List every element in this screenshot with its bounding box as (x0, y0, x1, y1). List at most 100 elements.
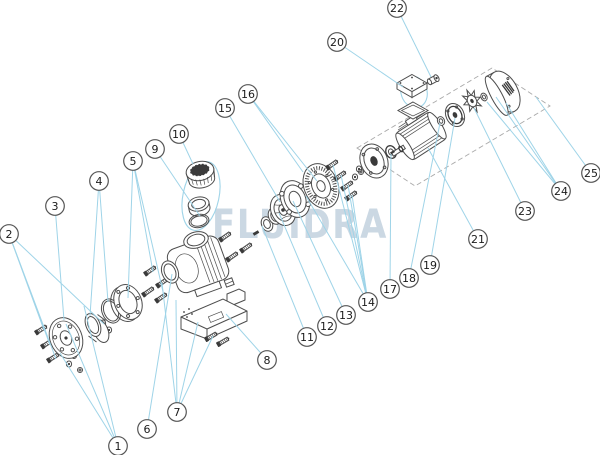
front-end-shield (351, 143, 389, 181)
leader-line-9 (154, 148, 201, 217)
callout-19: 19 (420, 255, 440, 275)
leader-line-18 (408, 122, 441, 279)
callout-circle-7 (167, 402, 187, 422)
leader-line-5 (132, 160, 154, 273)
motor-group-dashed-outline (356, 67, 551, 187)
callout-21: 21 (468, 229, 488, 249)
callout-number-14: 14 (361, 296, 375, 309)
callout-number-19: 19 (423, 259, 437, 272)
callout-circle-19 (420, 255, 440, 275)
callout-number-7: 7 (174, 406, 181, 419)
leader-line-15 (224, 107, 281, 203)
strainer-lid-cap (185, 160, 216, 189)
leader-line-23 (473, 107, 526, 212)
callout-2: 2 (0, 224, 19, 244)
callout-number-2: 2 (6, 228, 13, 241)
callout-15: 15 (215, 98, 235, 118)
callout-23: 23 (515, 201, 535, 221)
callout-circle-17 (380, 279, 400, 299)
leader-line-16 (247, 93, 318, 182)
leader-line-4 (98, 180, 109, 303)
leader-line-17 (389, 153, 392, 290)
leader-line-13 (292, 200, 347, 316)
pump-body (160, 231, 230, 298)
callout-number-15: 15 (218, 102, 232, 115)
callout-circle-9 (145, 139, 165, 159)
leader-line-1 (59, 352, 119, 447)
callout-circle-21 (468, 229, 488, 249)
leader-line-16 (247, 93, 304, 173)
callout-25: 25 (581, 163, 600, 183)
leader-line-14 (332, 164, 369, 303)
callout-24: 24 (551, 181, 571, 201)
leader-line-4 (89, 180, 100, 317)
callout-circle-2 (0, 224, 19, 244)
leader-line-20 (336, 41, 404, 88)
leader-line-3 (54, 205, 65, 321)
callout-number-20: 20 (330, 36, 344, 49)
leader-line-7 (176, 321, 199, 413)
callout-7: 7 (167, 402, 187, 422)
fan-cover (484, 70, 521, 116)
callout-circle-11 (297, 327, 317, 347)
leader-line-11 (261, 225, 308, 338)
callout-circle-25 (581, 163, 600, 183)
callout-number-23: 23 (518, 205, 532, 218)
callout-circle-4 (89, 171, 109, 191)
callout-number-6: 6 (144, 423, 151, 436)
cable-gland (426, 74, 440, 86)
callout-number-5: 5 (130, 155, 137, 168)
callout-circle-20 (327, 32, 347, 52)
callout-10: 10 (169, 124, 189, 144)
callout-number-13: 13 (339, 309, 353, 322)
lid-ring (187, 196, 211, 217)
callout-circle-24 (551, 181, 571, 201)
callout-11: 11 (297, 327, 317, 347)
callout-number-4: 4 (96, 175, 103, 188)
callout-number-22: 22 (390, 2, 404, 15)
callout-circle-16 (238, 84, 258, 104)
callout-18: 18 (399, 268, 419, 288)
fan-washer (480, 92, 488, 102)
fan (461, 88, 483, 114)
callout-circle-23 (515, 201, 535, 221)
callout-circle-3 (45, 196, 65, 216)
callout-12: 12 (317, 316, 337, 336)
callout-number-24: 24 (554, 185, 568, 198)
callout-number-8: 8 (264, 354, 271, 367)
leader-line-7 (175, 299, 178, 413)
leader-line-7 (176, 335, 214, 413)
callout-circle-1 (108, 436, 128, 455)
callout-1: 1 (108, 436, 128, 455)
callout-4: 4 (89, 171, 109, 191)
callout-number-16: 16 (241, 88, 255, 101)
clamp-flange (110, 284, 143, 322)
leader-line-5 (132, 160, 165, 297)
callout-circle-5 (123, 151, 143, 171)
leader-line-21 (427, 147, 479, 240)
callout-number-12: 12 (320, 320, 334, 333)
callout-circle-18 (399, 268, 419, 288)
lid-o-ring (188, 213, 210, 229)
diffuser (302, 163, 340, 209)
lid-group-ellipse (181, 161, 221, 231)
callout-16: 16 (238, 84, 258, 104)
leader-line-1 (65, 323, 119, 447)
leader-line-1 (83, 305, 119, 447)
callout-number-11: 11 (300, 331, 314, 344)
leader-line-14 (340, 174, 369, 303)
shaft-ring (436, 116, 446, 126)
callout-14: 14 (358, 292, 378, 312)
rear-end-shield (444, 102, 466, 128)
callout-circle-13 (336, 305, 356, 325)
callout-number-18: 18 (402, 272, 416, 285)
leader-line-24 (495, 96, 562, 192)
callout-number-3: 3 (52, 200, 59, 213)
callout-number-25: 25 (584, 167, 598, 180)
callout-circle-14 (358, 292, 378, 312)
terminal-box-gasket (396, 101, 430, 120)
callout-number-17: 17 (383, 283, 397, 296)
base-mount (180, 288, 248, 340)
